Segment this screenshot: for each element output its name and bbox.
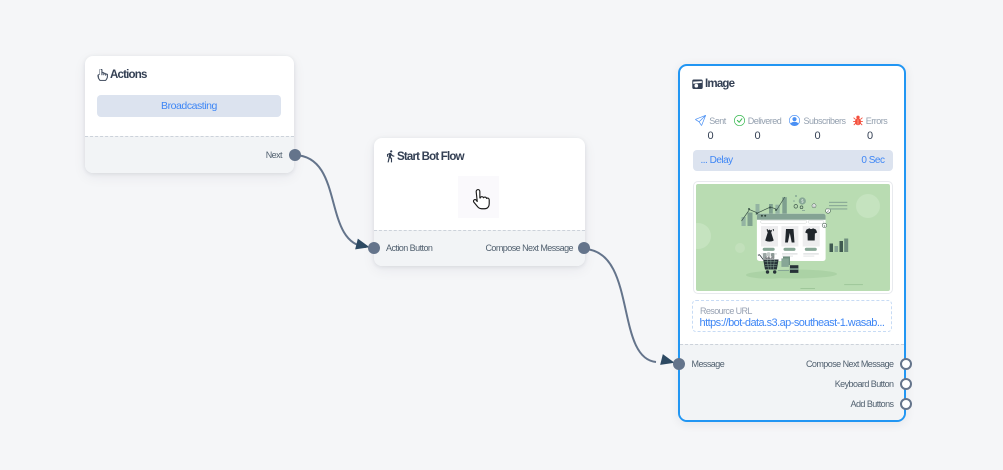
- svg-text:3: 3: [824, 224, 826, 228]
- svg-text:$: $: [801, 199, 804, 204]
- svg-text:2: 2: [827, 209, 829, 213]
- svg-text:SALE: SALE: [765, 256, 774, 260]
- svg-text:1: 1: [813, 204, 815, 208]
